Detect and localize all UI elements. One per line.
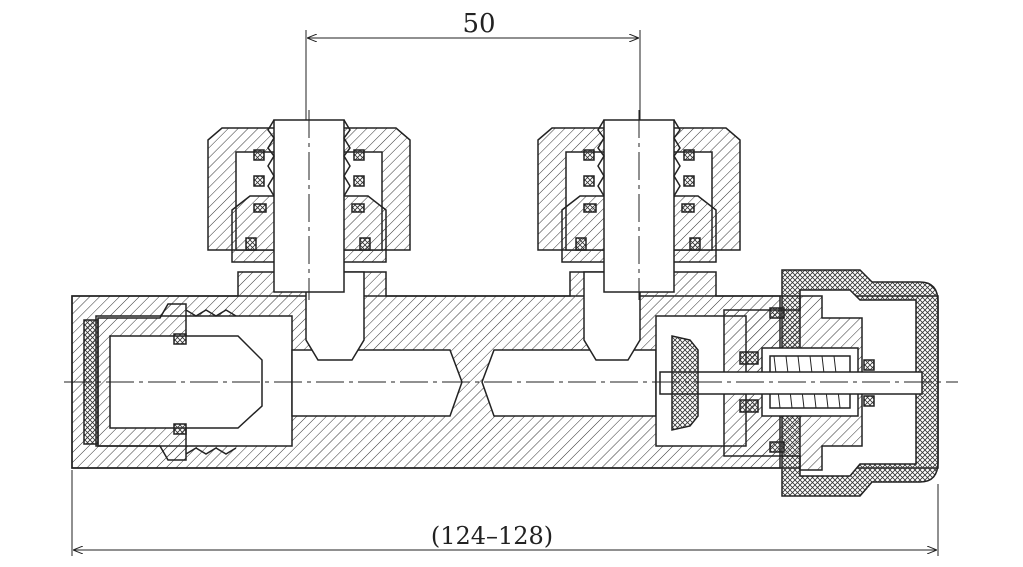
spacing-dimension-label: 50 xyxy=(462,9,495,39)
internal-bore-left xyxy=(291,349,463,417)
oring-right-3 xyxy=(583,175,595,187)
outlet-bore-left xyxy=(305,271,365,361)
oring-left-4 xyxy=(353,175,365,187)
valve-oring-top xyxy=(739,351,759,365)
oring-right-5 xyxy=(583,203,597,213)
internal-bore-right xyxy=(481,349,657,417)
oring-left-6 xyxy=(351,203,365,213)
pipe-teeth-right xyxy=(597,119,681,197)
oring-left-8 xyxy=(359,237,371,251)
plug-oring-bottom xyxy=(173,423,187,435)
plug-thread xyxy=(185,309,237,455)
oring-left-3 xyxy=(253,175,265,187)
overall-length-dimension xyxy=(71,470,939,556)
oring-left-1 xyxy=(253,149,265,161)
oring-right-8 xyxy=(689,237,701,251)
oring-right-7 xyxy=(575,237,587,251)
valve-oring-bottom xyxy=(739,399,759,413)
valve-oring-cap-top xyxy=(769,307,785,319)
right-valve-assembly xyxy=(659,269,939,497)
overall-length-label: (124–128) xyxy=(431,522,553,550)
valve-stem xyxy=(659,371,923,395)
valve-disc xyxy=(671,335,699,431)
valve-oring-cap-bottom xyxy=(769,441,785,453)
oring-right-6 xyxy=(681,203,695,213)
oring-right-1 xyxy=(583,149,595,161)
manifold-body xyxy=(71,271,939,469)
plug-bore xyxy=(109,335,263,429)
oring-right-2 xyxy=(683,149,695,161)
compression-fitting-left xyxy=(207,119,411,293)
pipe-teeth-left xyxy=(267,119,351,197)
oring-left-7 xyxy=(245,237,257,251)
oring-left-2 xyxy=(353,149,365,161)
oring-left-5 xyxy=(253,203,267,213)
valve-oring-end-top xyxy=(863,359,875,371)
plug-oring-top xyxy=(173,333,187,345)
oring-right-4 xyxy=(683,175,695,187)
valve-oring-end-bottom xyxy=(863,395,875,407)
